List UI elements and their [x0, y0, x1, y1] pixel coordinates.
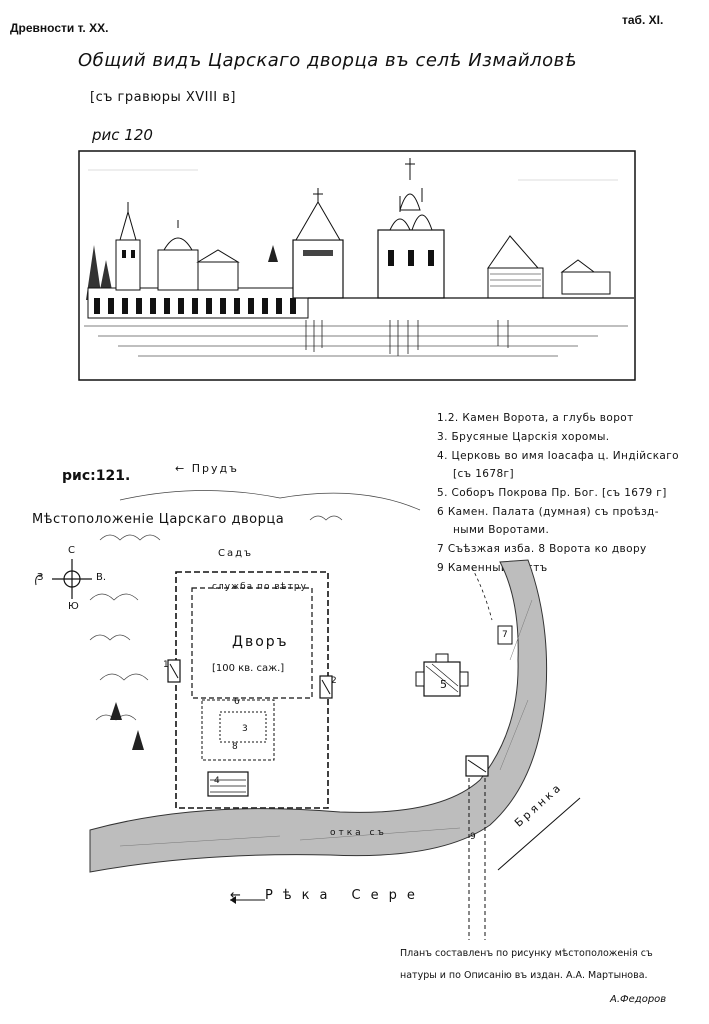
- plan-number-9: 9: [470, 832, 476, 842]
- legend-item: ными Воротами.: [453, 524, 550, 536]
- compass-rose-icon: [35, 559, 92, 599]
- figure-121-label: рис:121.: [62, 468, 131, 484]
- footer-note-line1: Планъ составленъ по рисунку мѣстоположен…: [400, 948, 653, 959]
- plan-number-5: 5: [440, 678, 447, 691]
- courtyard-label: Дворъ: [232, 634, 289, 650]
- river-label: ← Рѣка Сере: [230, 888, 425, 903]
- signature: А.Федоров: [610, 994, 667, 1005]
- legend-item: 6 Камен. Палата (думная) съ проѣзд-: [437, 506, 659, 518]
- plan-number-3: 3: [242, 724, 248, 734]
- garden-label: Садъ: [218, 548, 254, 559]
- compass-south: Ю: [68, 601, 79, 612]
- page-subtitle: [съ гравюры XVIII в]: [90, 90, 237, 105]
- canal-label: отка съ: [330, 828, 387, 838]
- footer-note-line2: натуры и по Описанію въ издан. А.А. Март…: [400, 970, 648, 981]
- palace-engraving: [78, 150, 636, 381]
- palace-site-plan: [89, 490, 581, 940]
- plan-number-4: 4: [214, 776, 220, 786]
- journal-header: Древности т. XX.: [10, 21, 109, 35]
- compass-east: В.: [96, 572, 107, 583]
- legend-item: 7 Съѣзжая изба. 8 Ворота ко двору: [437, 543, 647, 555]
- legend-item: [съ 1678г]: [453, 468, 514, 480]
- plan-heading: Мѣстоположеніе Царскаго дворца: [32, 512, 285, 527]
- legend-item: 1.2. Камен Ворота, а глубь ворот: [437, 412, 634, 424]
- plan-number-6: 6: [234, 697, 240, 707]
- plan-number-1: 1: [163, 660, 169, 670]
- plan-number-2: 2: [331, 676, 337, 686]
- plan-legend: 1.2. Камен Ворота, а глубь ворот 3. Брус…: [437, 412, 705, 574]
- compass-west: З: [37, 572, 44, 583]
- legend-item: 4. Церковь во имя Іоасафа ц. Индійскаго: [437, 450, 680, 462]
- pond-label: ← Прудъ: [175, 462, 239, 475]
- plan-number-8: 8: [232, 742, 238, 752]
- plan-number-7: 7: [502, 630, 508, 640]
- legend-item: 3. Брусяные Царскія хоромы.: [437, 431, 610, 443]
- figure-120-label: рис 120: [92, 126, 153, 144]
- service-label: служба по вѣтру: [212, 582, 307, 592]
- legend-item: 5. Соборъ Покрова Пр. Бог. [съ 1679 г]: [437, 487, 667, 499]
- courtyard-size: [100 кв. саж.]: [212, 663, 285, 674]
- page-title: Общий видъ Царскаго дворца въ селѣ Измай…: [78, 50, 578, 71]
- compass-north: С: [68, 545, 75, 556]
- plate-number: таб. XI.: [622, 13, 664, 27]
